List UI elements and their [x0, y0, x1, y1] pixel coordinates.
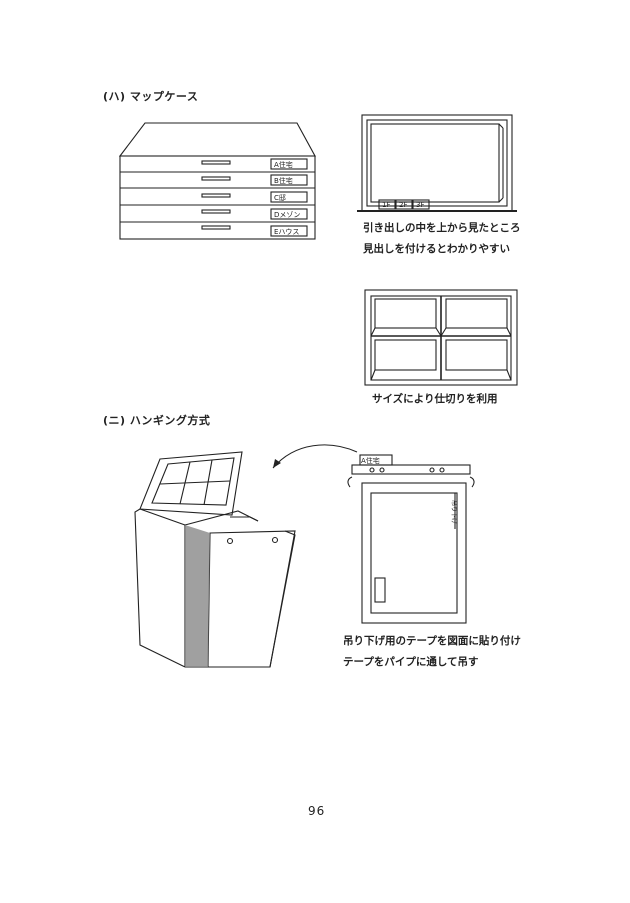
drawer-handle	[201, 225, 231, 230]
drawer-outer-frame	[361, 114, 513, 212]
divider-outer-frame	[364, 289, 518, 386]
hanging-file-front	[207, 530, 296, 668]
drawer-label-plate	[270, 158, 308, 170]
drawer-label: B住宅	[274, 176, 293, 185]
section-heading-hanging-system: (ニ) ハンギング方式	[103, 412, 210, 428]
drawer-handle	[201, 193, 231, 198]
drawer-label-plate	[270, 208, 308, 220]
tape-label: 吊り下げ	[450, 500, 458, 524]
sheet-tab-label: A住宅	[361, 456, 380, 465]
page-number: 96	[308, 804, 326, 818]
tray-tab	[395, 199, 413, 210]
cabinet-lid	[139, 451, 243, 516]
caption-line: 吊り下げ用のテープを図面に貼り付け	[343, 635, 521, 647]
drawer-handle	[201, 176, 231, 181]
divider-compartment	[445, 298, 508, 329]
caption-line: テープをパイプに通して吊す	[343, 656, 479, 668]
hanging-sheet-illustration: A住宅 吊り下げ	[347, 454, 475, 624]
hanging-cabinet-illustration	[134, 451, 296, 668]
drawer-top-view-illustration: 1F 2F 3F	[357, 114, 517, 212]
drawer-label-plate	[270, 191, 308, 203]
drawer-handle	[201, 160, 231, 165]
hanging-tape-bar	[351, 464, 471, 475]
tray-tab	[412, 199, 430, 210]
caption-line: 引き出しの中を上から見たところ	[363, 222, 521, 234]
section-heading-map-case: (ハ) マップケース	[103, 90, 199, 103]
drawer-label: A住宅	[274, 160, 293, 169]
map-case-body	[119, 155, 316, 240]
drawer-caption: 引き出しの中を上から見たところ 見出しを付けるとわかりやすい	[363, 218, 521, 260]
divider-compartment	[445, 339, 508, 371]
drawer-handle	[201, 209, 231, 214]
title-block	[374, 577, 386, 603]
drawing-sheet	[361, 482, 467, 624]
curved-arrow-icon	[272, 444, 358, 469]
map-case-top	[118, 122, 316, 157]
tray-tab-label: 2F	[399, 201, 407, 209]
sheet-index-tab	[359, 454, 393, 466]
tray-tab-label: 1F	[382, 201, 390, 209]
drawer-label: C邸	[274, 194, 286, 202]
tray-tab	[378, 199, 396, 210]
drawer-label: Eハウス	[274, 228, 299, 236]
drawer-label-plate	[270, 174, 308, 186]
drawer-inner-frame	[366, 119, 508, 207]
heading-text: (ニ) ハンギング方式	[103, 414, 211, 427]
cabinet-shadow	[185, 525, 210, 667]
map-case-illustration: A住宅 B住宅 C邸 Dメゾン Eハウス	[118, 122, 316, 240]
divider-compartment	[374, 298, 437, 329]
drawer-divider-illustration	[364, 289, 518, 386]
drawer-label: Dメゾン	[274, 211, 300, 219]
caption-line: 見出しを付けるとわかりやすい	[363, 243, 510, 255]
divider-compartment	[374, 339, 437, 371]
divider-caption: サイズにより仕切りを利用	[372, 393, 498, 405]
hanging-caption: 吊り下げ用のテープを図面に貼り付け テープをパイプに通して吊す	[343, 631, 521, 673]
tray-tab-label: 3F	[416, 201, 424, 209]
drawer-label-plate	[270, 225, 308, 237]
